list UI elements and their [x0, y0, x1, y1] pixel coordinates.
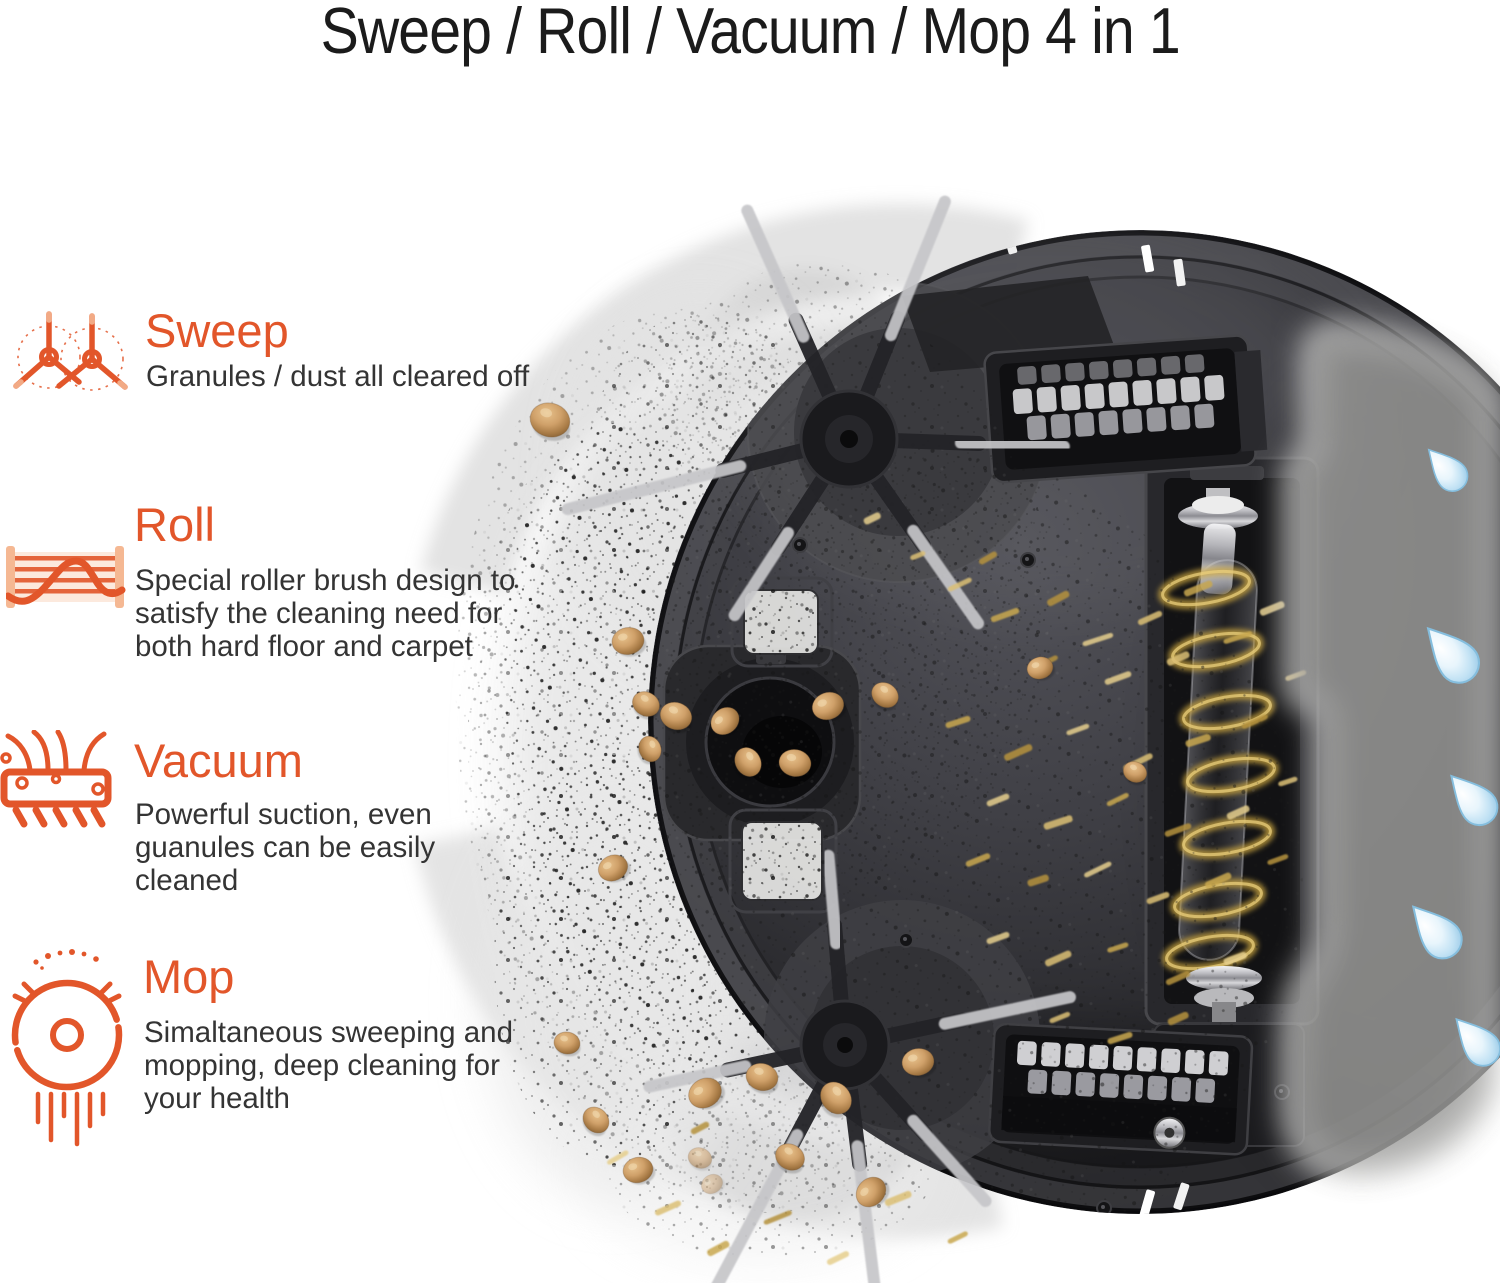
feature-heading-vacuum: Vacuum	[134, 734, 303, 787]
feature-line: Simaltaneous sweeping and	[144, 1016, 513, 1049]
drive-wheel-top	[983, 334, 1268, 484]
feature-line: Granules / dust all cleared off	[146, 360, 530, 393]
side-brush-hub-bottom	[799, 999, 891, 1091]
feature-line: guanules can be easily	[135, 831, 436, 864]
feature-heading-roll: Roll	[134, 498, 215, 551]
mop-robot-icon	[11, 949, 123, 1147]
roller-brush-icon	[6, 546, 126, 608]
side-brushes-icon	[13, 311, 128, 391]
feature-line: both hard floor and carpet	[135, 630, 473, 663]
feature-line: satisfy the cleaning need for	[135, 597, 503, 630]
side-brush-hub-top	[799, 389, 899, 489]
mop-pad	[1291, 332, 1500, 1174]
feature-line: your health	[144, 1082, 290, 1115]
feature-line: mopping, deep cleaning for	[144, 1049, 500, 1082]
page-title: Sweep / Roll / Vacuum / Mop 4 in 1	[320, 0, 1180, 67]
side-brushes	[561, 195, 1076, 1283]
feature-heading-mop: Mop	[143, 950, 235, 1003]
feature-heading-sweep: Sweep	[145, 304, 289, 357]
suction-inlet-icon	[0, 730, 112, 828]
feature-line: Powerful suction, even	[135, 798, 432, 831]
debris-kibbles	[529, 402, 1148, 1208]
feature-line: cleaned	[135, 864, 239, 897]
side-brush-hubs	[799, 389, 899, 1091]
feature-line: Special roller brush design to	[135, 564, 516, 597]
